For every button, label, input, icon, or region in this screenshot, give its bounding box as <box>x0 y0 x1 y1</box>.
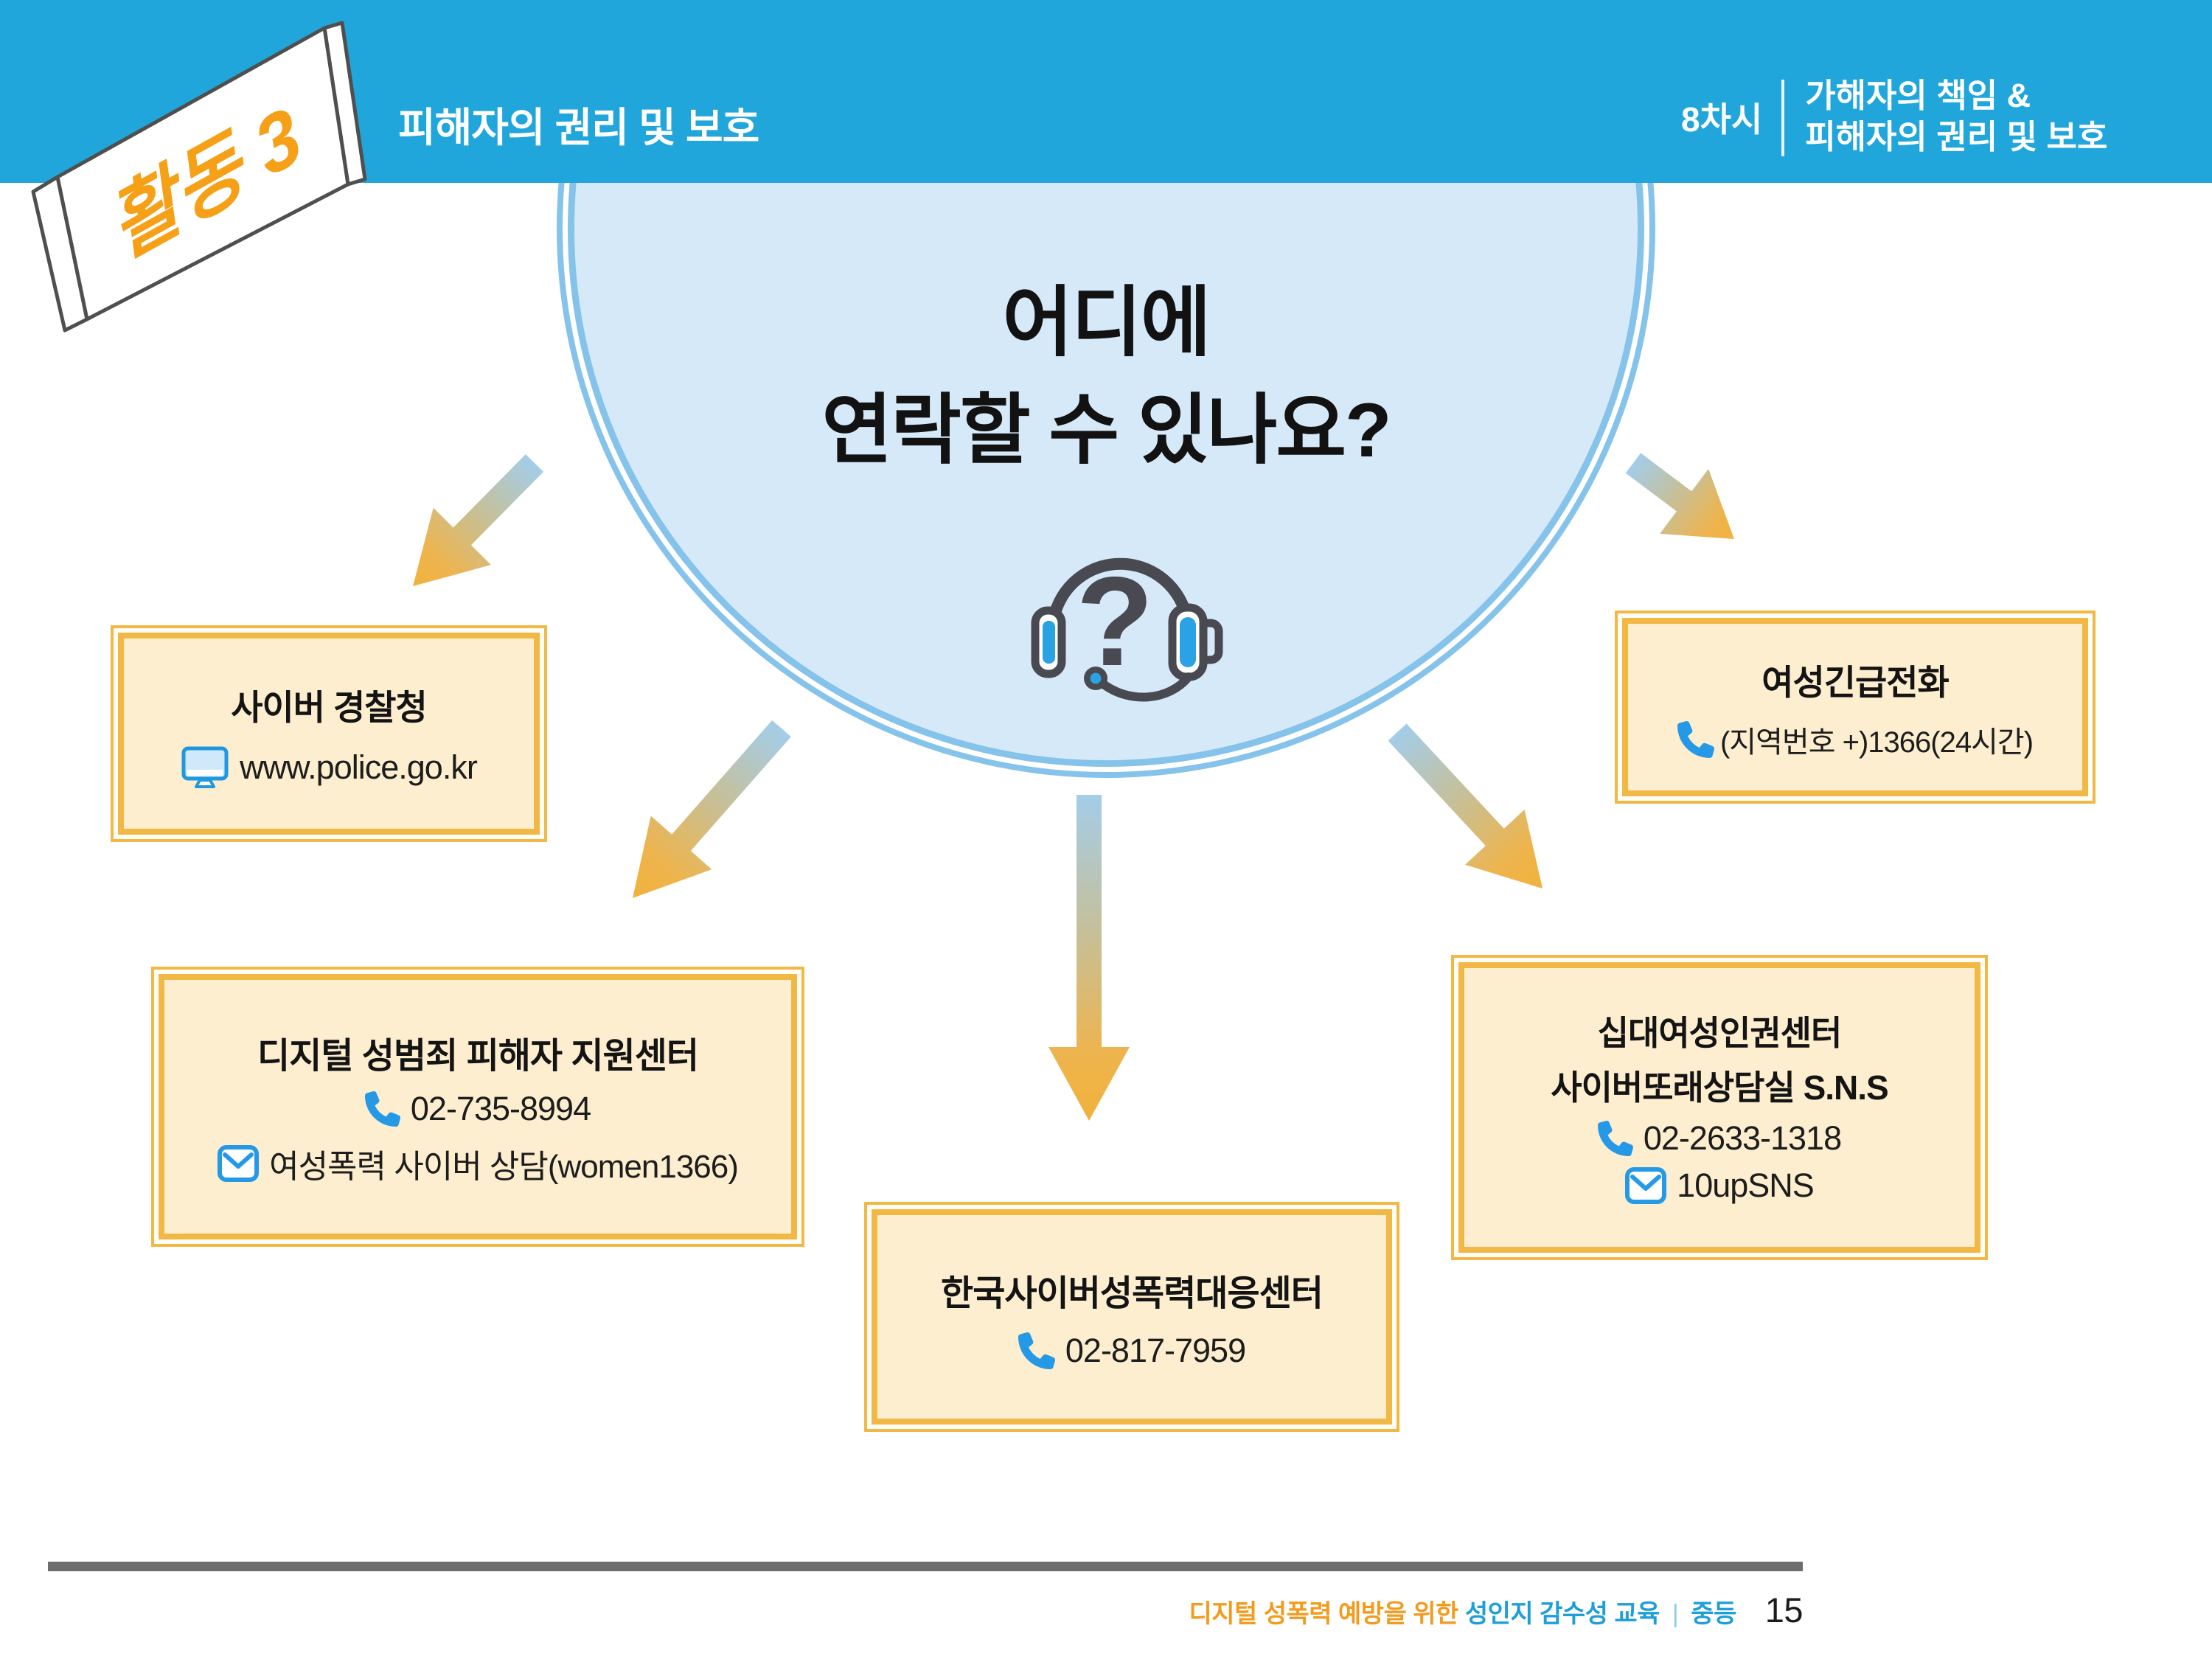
contact-value: 02-735-8994 <box>410 1090 591 1127</box>
contact-value: (지역번호 +)1366(24시간) <box>1719 726 2034 759</box>
footer-divider-bar <box>48 1562 1803 1571</box>
contact-title-line2: 사이버또래상담실 S.N.S <box>1551 1068 1888 1107</box>
session-title: 가해자의 책임 & 피해자의 권리 및 보호 <box>1805 75 2107 158</box>
session-number: 8차시 <box>1681 100 1763 139</box>
phone-icon <box>1677 720 1714 758</box>
arrow-to-women-hotline <box>1625 453 1734 539</box>
page-number: 15 <box>1764 1590 1804 1630</box>
contact-card-digital-support: 디지털 성범죄 피해자 지원센터 02-735-8994 여성폭력 사이버 상담… <box>151 967 804 1247</box>
contact-title: 사이버 경찰청 <box>231 687 427 727</box>
contact-value: 여성폭력 사이버 상담(women1366) <box>269 1149 739 1185</box>
contact-line: 02-2633-1318 <box>1597 1119 1842 1158</box>
contact-value: 02-817-7959 <box>1065 1332 1246 1369</box>
arrow-to-digital-support <box>633 720 791 898</box>
arrow-to-teen-center <box>1388 723 1543 888</box>
arrow-to-cyber-police <box>413 454 544 586</box>
header-bar: 피해자의 권리 및 보호 <box>0 0 2212 183</box>
mail-icon <box>218 1145 260 1182</box>
contact-card-women-hotline: 여성긴급전화 (지역번호 +)1366(24시간) <box>1615 611 2096 804</box>
contact-card-cyber-police: 사이버 경찰청 www.police.go.kr <box>111 625 547 842</box>
footer-level: 중등 <box>1691 1600 1736 1628</box>
footer-text-divider: | <box>1672 1600 1679 1628</box>
contact-line: 02-817-7959 <box>1018 1332 1246 1370</box>
contact-line: 02-735-8994 <box>364 1090 591 1128</box>
contact-title: 여성긴급전화 <box>1761 662 1949 702</box>
contact-line: 여성폭력 사이버 상담(women1366) <box>218 1140 739 1187</box>
contact-card-teen-center: 십대여성인권센터 사이버또래상담실 S.N.S 02-2633-1318 10u… <box>1451 955 1988 1260</box>
activity-badge-sign: 활동 3 <box>31 21 367 333</box>
session-info: 8차시 가해자의 책임 & 피해자의 권리 및 보호 <box>1681 74 2107 158</box>
contact-line: (지역번호 +)1366(24시간) <box>1677 718 2034 761</box>
footer-text-orange: 디지털 성폭력 예방을 위한 <box>1189 1600 1458 1628</box>
page-title: 피해자의 권리 및 보호 <box>398 105 759 150</box>
contact-card-korea-cyber: 한국사이버성폭력대응센터 02-817-7959 <box>864 1202 1399 1432</box>
session-divider <box>1781 80 1785 156</box>
contact-value: 02-2633-1318 <box>1643 1119 1842 1157</box>
question-line-2: 연락할 수 있나요? <box>821 388 1391 473</box>
phone-icon <box>364 1091 400 1127</box>
phone-icon <box>1018 1332 1055 1369</box>
question-line-1: 어디에 <box>1002 280 1211 366</box>
session-title-line2: 피해자의 권리 및 보호 <box>1805 118 2108 156</box>
contact-line: www.police.go.kr <box>181 746 478 789</box>
mail-icon <box>1625 1167 1667 1204</box>
contact-title: 디지털 성범죄 피해자 지원센터 <box>257 1037 699 1076</box>
arrow-to-korea-cyber <box>1048 795 1130 1121</box>
footer-credit: 디지털 성폭력 예방을 위한 성인지 감수성 교육 | 중등 15 <box>737 1590 1803 1630</box>
contact-title: 십대여성인권센터 <box>1597 1014 1843 1052</box>
contact-line: 10upSNS <box>1625 1166 1815 1205</box>
contact-title: 한국사이버성폭력대응센터 <box>941 1274 1324 1313</box>
footer-text-blue: 성인지 감수성 교육 <box>1464 1600 1660 1628</box>
contact-value: www.police.go.kr <box>240 748 478 786</box>
monitor-icon <box>181 746 229 789</box>
contact-value: 10upSNS <box>1677 1166 1815 1204</box>
headset-question-icon: ? <box>1031 551 1223 702</box>
session-title-line1: 가해자의 책임 & <box>1805 77 2031 114</box>
phone-icon <box>1597 1121 1633 1156</box>
